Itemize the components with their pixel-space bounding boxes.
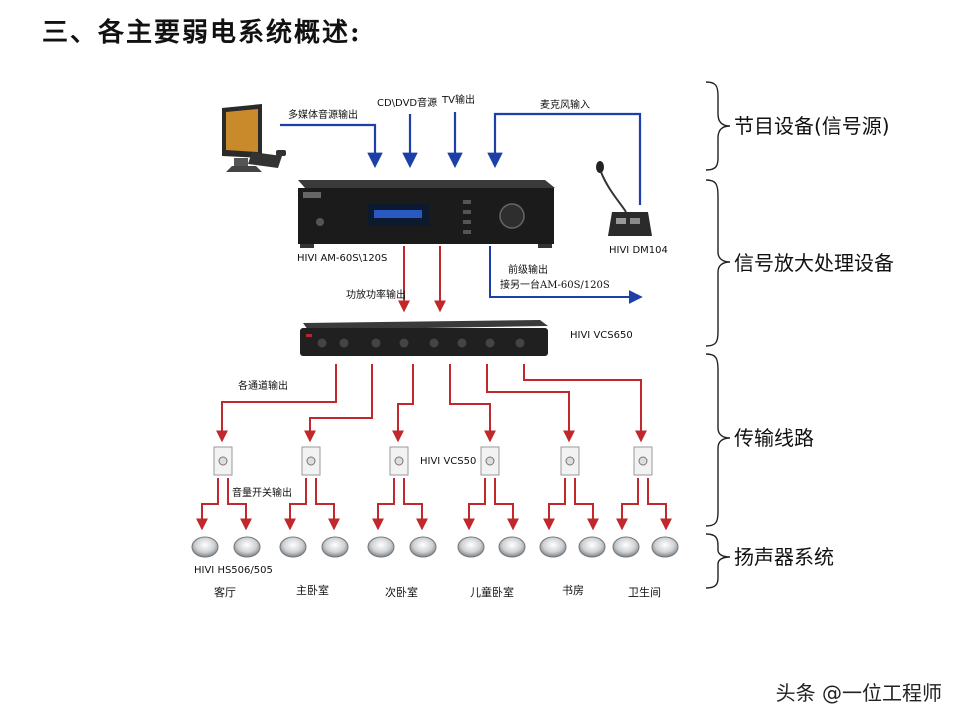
speaker-icon	[409, 536, 437, 558]
room-label-living: 客厅	[214, 585, 236, 599]
speaker-arrow-5b	[574, 478, 599, 531]
channel-arrow-4	[449, 364, 496, 443]
label-amp-out: 功放功率输出	[346, 288, 406, 301]
channel-arrow-3	[392, 364, 414, 443]
speaker-icon	[321, 536, 349, 558]
brace-1	[705, 81, 731, 171]
speaker-arrow-5a	[543, 478, 566, 531]
room-label-master: 主卧室	[296, 583, 329, 597]
amplifier-device	[298, 180, 555, 248]
section-braces	[705, 81, 731, 589]
room-label-bath: 卫生间	[628, 585, 661, 599]
channel-arrow-1	[216, 364, 337, 443]
speaker-arrow-1b	[227, 478, 252, 531]
speaker-arrow-6a	[616, 478, 639, 531]
label-volume-out: 音量开关输出	[232, 486, 292, 499]
volume-control-1	[213, 446, 233, 476]
speaker-arrow-4b	[494, 478, 519, 531]
speaker-icon	[651, 536, 679, 558]
channel-arrow-5	[486, 364, 575, 443]
label-amp-model: HIVI AM-60S\120S	[297, 253, 387, 264]
ceiling-speakers	[191, 536, 679, 558]
label-multimedia: 多媒体音源输出	[288, 108, 358, 121]
speaker-icon	[279, 536, 307, 558]
label-channel-out: 各通道输出	[238, 379, 288, 392]
microphone-icon	[596, 161, 652, 236]
label-cd-dvd: CD\DVD音源	[377, 96, 437, 109]
room-label-second: 次卧室	[385, 585, 418, 599]
label-speaker-model: HIVI HS506/505	[194, 565, 273, 576]
volume-control-2	[301, 446, 321, 476]
speaker-icon	[578, 536, 606, 558]
speaker-arrow-3a	[372, 478, 395, 531]
section-label-amplifier: 信号放大处理设备	[734, 251, 894, 275]
vcs650-device	[300, 320, 548, 356]
speaker-icon	[457, 536, 485, 558]
brace-3	[705, 353, 731, 527]
channel-arrow-2	[304, 364, 373, 443]
label-pre-out-to: 接另一台AM-60S/120S	[500, 278, 610, 291]
watermark: 头条 @一位工程师	[775, 681, 942, 705]
speaker-icon	[498, 536, 526, 558]
speaker-icon	[539, 536, 567, 558]
speaker-arrow-2a	[284, 478, 307, 531]
label-mic-in: 麦克风输入	[540, 98, 590, 111]
computer-icon	[222, 104, 286, 172]
label-tv: TV输出	[441, 93, 475, 106]
section-label-source: 节目设备(信号源)	[734, 114, 890, 138]
room-label-study: 书房	[562, 584, 584, 597]
speaker-arrow-3b	[403, 478, 428, 531]
brace-2	[705, 179, 731, 347]
page-title: 三、各主要弱电系统概述:	[42, 18, 362, 48]
speaker-arrow-4a	[463, 478, 486, 531]
volume-control-6	[633, 446, 653, 476]
label-vcs50: HIVI VCS50	[420, 456, 476, 467]
speaker-arrow-2b	[315, 478, 340, 531]
channel-arrow-6	[523, 364, 647, 443]
section-label-transmission: 传输线路	[734, 426, 814, 450]
section-label-speakers: 扬声器系统	[734, 545, 834, 569]
speaker-icon	[233, 536, 261, 558]
multimedia-arrow	[280, 123, 383, 169]
speaker-icon	[367, 536, 395, 558]
speaker-icon	[191, 536, 219, 558]
brace-4	[705, 533, 731, 589]
mic-arrow	[487, 112, 642, 205]
speaker-arrow-1a	[196, 478, 219, 531]
label-mic-model: HIVI DM104	[609, 245, 668, 256]
volume-control-4	[480, 446, 500, 476]
label-vcs650: HIVI VCS650	[570, 330, 633, 341]
pre-out-arrow	[489, 246, 643, 304]
volume-control-3	[389, 446, 409, 476]
speaker-arrow-6b	[647, 478, 672, 531]
label-pre-out: 前级输出	[508, 263, 548, 276]
room-label-kids: 儿童卧室	[470, 585, 514, 599]
speaker-icon	[612, 536, 640, 558]
volume-control-5	[560, 446, 580, 476]
